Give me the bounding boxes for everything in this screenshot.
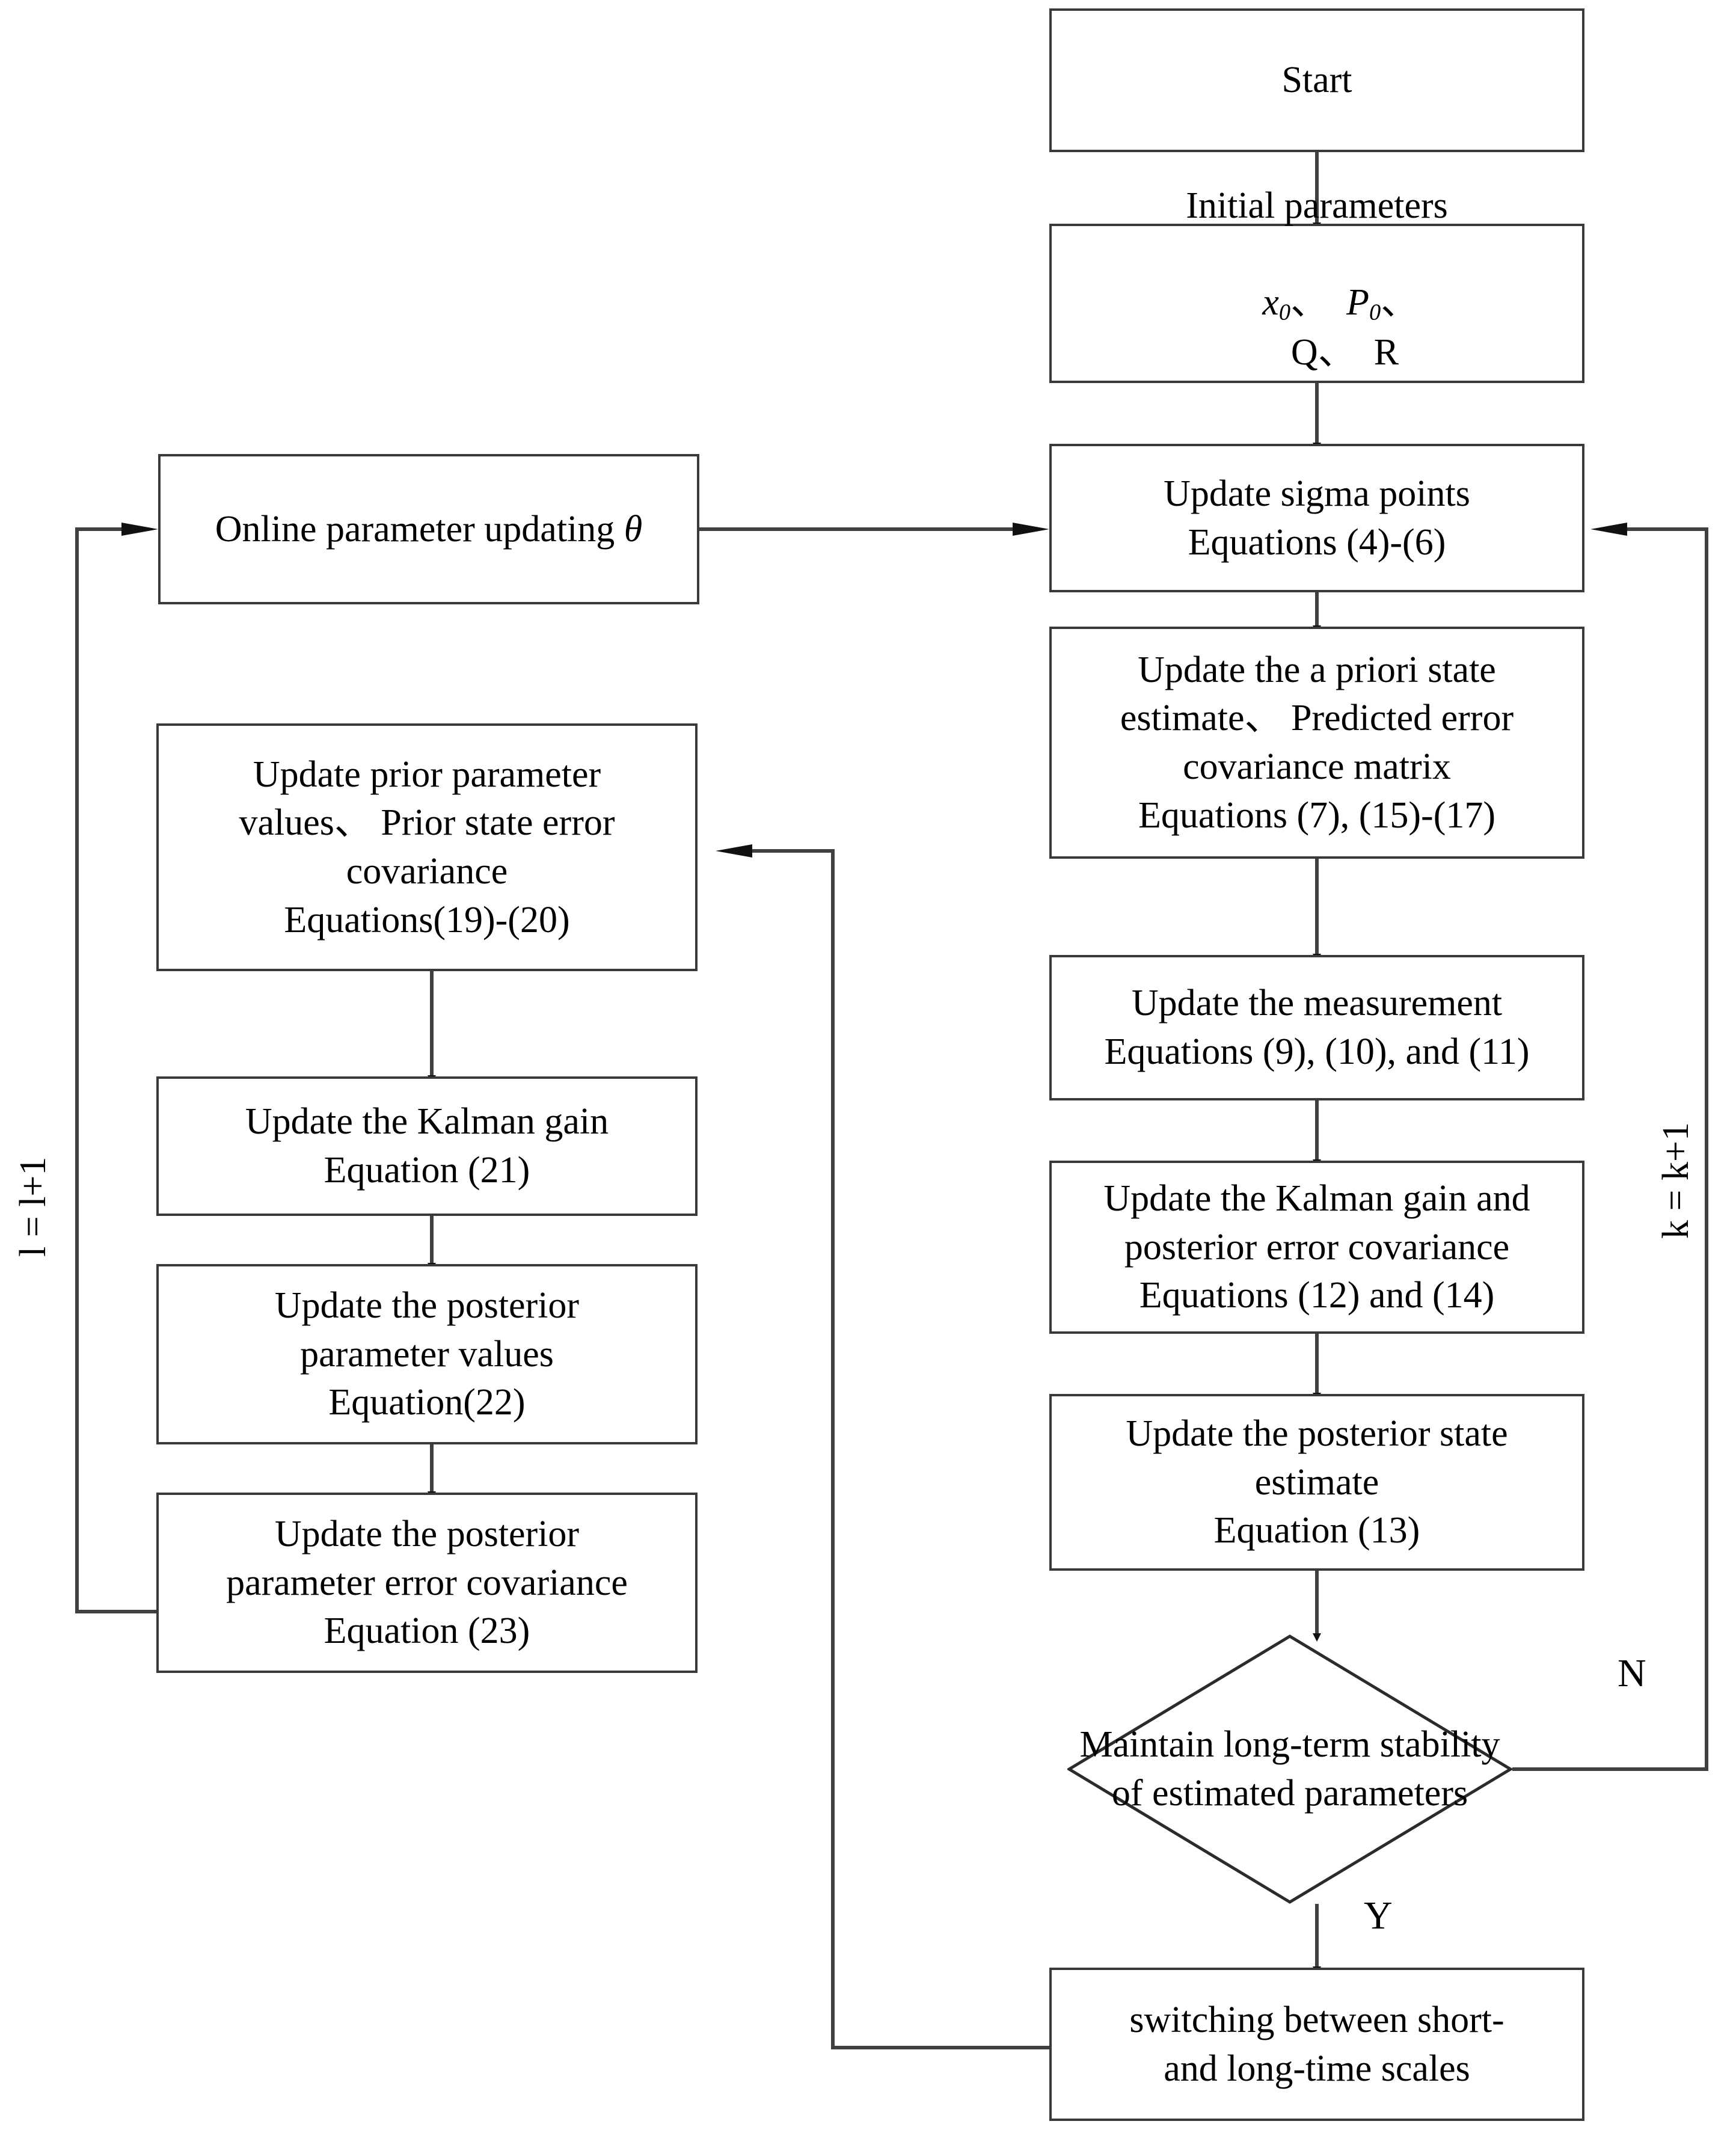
diamond-shape (1067, 1634, 1512, 1904)
node-update-prior-parameter-line1: Update prior parameter (253, 753, 601, 795)
node-decision-stability-line2: stability of estimated (1111, 1724, 1500, 1814)
node-update-sigma-points-line1: Update sigma points (1164, 473, 1470, 514)
node-update-kalman-gain-post-cov-line3: Equations (12) and (14) (1139, 1275, 1495, 1316)
node-decision-stability[interactable]: Maintain long-term stability of estimate… (1067, 1634, 1512, 1904)
node-update-posterior-param-cov-line2: parameter error covariance (226, 1562, 628, 1603)
edge-label-decision-yes: Y (1364, 1894, 1393, 1938)
node-update-posterior-param-cov[interactable]: Update the posterior parameter error cov… (156, 1493, 698, 1673)
node-update-posterior-state-line1: Update the posterior state (1126, 1413, 1508, 1455)
edge-left-loop-to-online (75, 527, 156, 1613)
node-update-priori-state-line2: estimate、 Predicted error (1120, 698, 1514, 739)
node-update-posterior-state[interactable]: Update the posterior state estimate Equa… (1049, 1394, 1584, 1571)
node-update-posterior-state-line2: estimate (1254, 1461, 1379, 1503)
node-update-kalman-gain-post-cov-line1: Update the Kalman gain and (1103, 1178, 1530, 1220)
node-update-posterior-state-line3: Equation (13) (1213, 1510, 1420, 1551)
arrowhead-sigma-left (1013, 523, 1049, 536)
edge-label-left-loop-counter: l = l+1 (13, 1156, 54, 1257)
node-initial-parameters-line2: x0、 P0、 Q、 R (1262, 282, 1419, 373)
node-update-prior-parameter-line3: covariance (346, 851, 508, 892)
node-online-parameter-updating[interactable]: Online parameter updating θ (158, 454, 699, 604)
node-update-measurement-line1: Update the measurement (1131, 983, 1503, 1024)
node-update-prior-parameter-line4: Equations(19)-(20) (284, 899, 570, 941)
edge-label-decision-no: N (1618, 1651, 1646, 1695)
node-update-posterior-param-cov-line1: Update the posterior (274, 1514, 580, 1555)
node-update-kalman-gain-param-line1: Update the Kalman gain (245, 1101, 609, 1143)
node-decision-stability-label: Maintain long-term stability of estimate… (1067, 1720, 1512, 1817)
edge-switching-to-prior-parameter (749, 849, 1049, 2049)
node-update-priori-state-line3: covariance matrix (1183, 746, 1451, 787)
node-update-kalman-gain-post-cov-line2: posterior error covariance (1124, 1226, 1510, 1268)
node-update-prior-parameter[interactable]: Update prior parameter values、 Prior sta… (156, 723, 698, 971)
arrowhead-right-loop (1590, 523, 1627, 536)
node-start-label: Start (1281, 60, 1352, 101)
node-update-posterior-param-values-line2: parameter values (300, 1333, 554, 1375)
node-update-posterior-param-values[interactable]: Update the posterior parameter values Eq… (156, 1264, 698, 1444)
arrowhead-online-left (121, 523, 158, 536)
node-switching-scales-line2: and long-time scales (1164, 2048, 1470, 2089)
node-update-posterior-param-values-line3: Equation(22) (328, 1382, 526, 1423)
edge-label-right-loop-counter: k = k+1 (1655, 1122, 1696, 1239)
node-update-sigma-points[interactable]: Update sigma points Equations (4)-(6) (1049, 444, 1584, 592)
node-decision-stability-line3: parameters (1304, 1773, 1468, 1814)
arrowhead-prior-parameter (716, 844, 752, 858)
node-update-sigma-points-line2: Equations (4)-(6) (1188, 521, 1446, 563)
node-initial-parameters-line1: Initial parameters (1186, 185, 1448, 227)
node-initial-parameters[interactable]: Initial parameters x0、 P0、 Q、 R (1049, 185, 1584, 383)
theta-symbol: θ (624, 508, 643, 550)
node-update-priori-state-line4: Equations (7), (15)-(17) (1138, 794, 1495, 836)
node-update-priori-state[interactable]: Update the a priori state estimate、 Pred… (1049, 627, 1584, 859)
node-decision-stability-line1: Maintain long-term (1079, 1724, 1371, 1766)
node-update-measurement[interactable]: Update the measurement Equations (9), (1… (1049, 955, 1584, 1100)
node-start[interactable]: Start (1049, 8, 1584, 152)
node-update-posterior-param-cov-line3: Equation (23) (324, 1610, 530, 1652)
node-update-measurement-line2: Equations (9), (10), and (11) (1104, 1031, 1530, 1072)
node-update-priori-state-line1: Update the a priori state (1138, 649, 1496, 690)
node-update-posterior-param-values-line1: Update the posterior (274, 1285, 580, 1327)
node-update-kalman-gain-param[interactable]: Update the Kalman gain Equation (21) (156, 1076, 698, 1216)
node-switching-scales[interactable]: switching between short- and long-time s… (1049, 1968, 1584, 2121)
node-switching-scales-line1: switching between short- (1129, 1999, 1504, 2040)
node-update-kalman-gain-param-line2: Equation (21) (324, 1150, 530, 1191)
node-online-parameter-updating-label: Online parameter updating (215, 508, 624, 550)
node-update-kalman-gain-post-cov[interactable]: Update the Kalman gain and posterior err… (1049, 1161, 1584, 1334)
node-update-prior-parameter-line2: values、 Prior state error (239, 802, 615, 844)
